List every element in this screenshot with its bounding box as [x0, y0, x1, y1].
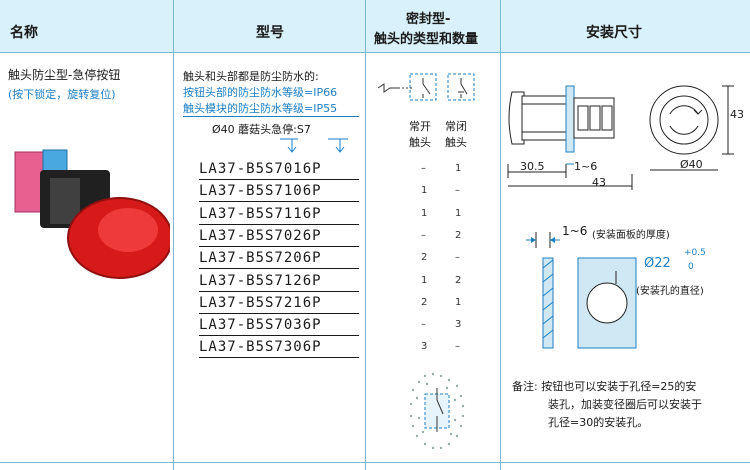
header-sealed-line2: 触头的类型和数量: [374, 32, 479, 47]
row-underline: [199, 245, 359, 247]
model-code: LA37-B5S7126P: [199, 272, 322, 289]
no-contact-count: 1: [421, 274, 428, 286]
no-contact-count: 3: [421, 341, 428, 353]
table-row: LA37-B5S7216P 2 1: [185, 292, 500, 314]
label-nc-line2: 触头: [445, 136, 467, 149]
row-underline: [199, 223, 359, 225]
panel-range: 1~6: [562, 224, 588, 238]
row-underline: [199, 357, 359, 359]
row-underline: [199, 335, 359, 337]
nc-contact-count: 2: [455, 274, 462, 286]
row-underline: [199, 201, 359, 203]
header-name: 名称: [10, 25, 38, 41]
product-title: 触头防尘型-急停按钮: [8, 68, 121, 82]
table-row: LA37-B5S7206P 2 –: [185, 247, 500, 270]
model-code: LA37-B5S7036P: [199, 317, 322, 334]
header-model: 型号: [256, 25, 284, 41]
row-underline: [199, 179, 359, 180]
nc-contact-count: 1: [455, 163, 462, 174]
column-divider: [500, 0, 501, 470]
table-row: LA37-B5S7106P 1 –: [185, 180, 500, 203]
table-row: LA37-B5S7116P 1 1: [185, 203, 500, 225]
row-underline: [199, 268, 359, 270]
dim-43: 43: [592, 176, 606, 189]
table-bottom-border: [0, 462, 750, 463]
table-row: LA37-B5S7126P 1 2: [185, 270, 500, 292]
table-row: LA37-B5S7036P – 3: [185, 314, 500, 337]
nc-contact-count: –: [455, 185, 460, 197]
panel-note: (安装面板的厚度): [592, 230, 670, 241]
label-no-line1: 常开: [409, 120, 431, 133]
contact-symbol-icon: [377, 73, 475, 101]
column-divider: [365, 0, 366, 470]
no-contact-count: –: [421, 319, 426, 331]
no-contact-count: 1: [421, 185, 428, 197]
dim-43-side: 43: [730, 108, 744, 121]
model-code: LA37-B5S7106P: [199, 183, 322, 200]
model-intro-line3: 触头模块的防尘防水等级=IP55: [183, 102, 338, 115]
nc-contact-count: 3: [455, 319, 462, 331]
column-divider: [173, 0, 174, 470]
nc-contact-count: –: [455, 341, 460, 353]
nc-contact-count: –: [455, 252, 460, 264]
header-sealed-line1: 密封型-: [406, 12, 451, 27]
product-subtitle: (按下锁定，旋转复位): [8, 88, 116, 101]
model-intro-line4: Ø40 蘑菇头急停:S7: [212, 123, 311, 136]
model-code: LA37-B5S7206P: [199, 250, 322, 267]
model-code: LA37-B5S7016P: [199, 161, 322, 177]
emergency-stop-button-photo: [14, 149, 170, 279]
dim-1-6: 1~6: [574, 160, 598, 173]
tolerance-lower: 0: [688, 262, 694, 272]
header-bar: [0, 0, 750, 53]
no-contact-count: –: [421, 229, 426, 241]
no-contact-count: 1: [421, 207, 428, 219]
panel-cutout-drawing: [526, 232, 637, 349]
nc-contact-count: 2: [455, 229, 462, 241]
model-code: LA37-B5S7026P: [199, 227, 322, 244]
front-view-drawing: [649, 85, 734, 171]
table-row: LA37-B5S7016P – 1: [185, 158, 500, 180]
header-mount: 安装尺寸: [586, 25, 642, 41]
no-contact-count: –: [421, 163, 426, 174]
dim-40: Ø40: [680, 158, 703, 171]
model-code: LA37-B5S7216P: [199, 294, 322, 311]
model-intro-line2: 按钮头部的防尘防水等级=IP66: [183, 86, 338, 99]
label-nc-line1: 常闭: [445, 120, 467, 133]
pointer-arrows: [280, 138, 348, 153]
hole-diameter: Ø22: [644, 256, 671, 271]
model-intro-line1: 触头和头部都是防尘防水的:: [183, 70, 319, 83]
no-contact-count: 2: [421, 252, 428, 264]
label-no-line2: 触头: [409, 136, 431, 149]
side-view-drawing: [507, 85, 633, 190]
model-code: LA37-B5S7306P: [199, 339, 322, 356]
dim-30-5: 30.5: [520, 160, 545, 173]
note-line1: 备注: 按钮也可以安装于孔径=25的安: [512, 380, 697, 393]
table-row: LA37-B5S7306P 3 –: [185, 336, 500, 359]
row-underline: [199, 312, 359, 314]
model-code: LA37-B5S7116P: [199, 205, 322, 222]
note-line3: 孔径=30的安装孔。: [548, 416, 649, 429]
hole-note: (安装孔的直径): [636, 286, 704, 297]
nc-contact-count: 1: [455, 207, 462, 219]
note-line2: 装孔，加装变径圈后可以安装于: [548, 398, 702, 411]
row-underline: [199, 290, 359, 292]
tolerance-upper: +0.5: [684, 248, 706, 258]
no-contact-count: 2: [421, 296, 428, 308]
nc-contact-count: 1: [455, 296, 462, 308]
model-intro-underline: [183, 116, 359, 117]
table-row: LA37-B5S7026P – 2: [185, 225, 500, 247]
sealed-contact-icon: [409, 372, 465, 450]
